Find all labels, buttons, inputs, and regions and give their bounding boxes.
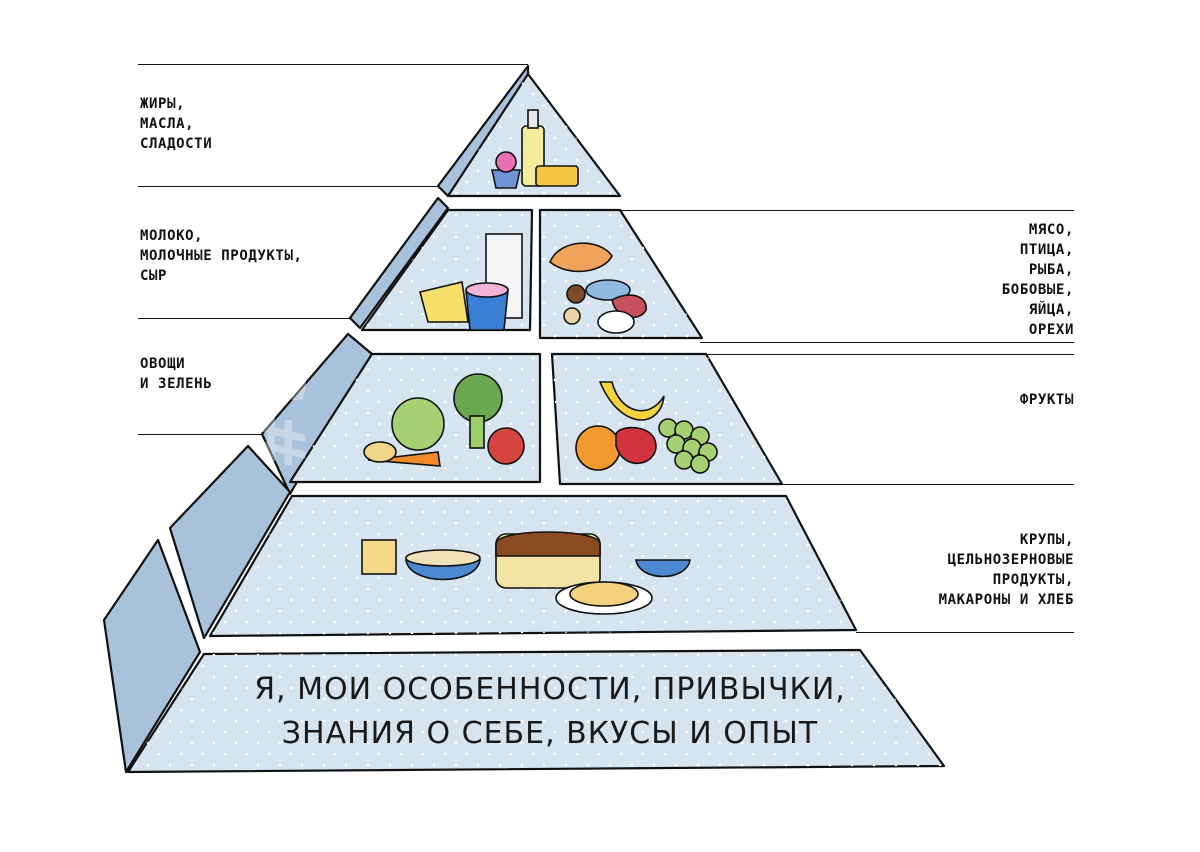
label-fruits: ФРУКТЫ	[1020, 390, 1074, 410]
watermark: #SEKTA	[240, 126, 322, 470]
label-protein-line: БОБОВЫЕ,	[1002, 280, 1074, 300]
label-protein: МЯСО, ПТИЦА, РЫБА, БОБОВЫЕ, ЯЙЦА, ОРЕХИ	[1002, 220, 1074, 340]
label-protein-line: ЯЙЦА,	[1002, 300, 1074, 320]
butter-icon	[536, 166, 578, 186]
cabbage-icon	[392, 398, 444, 450]
label-grains: КРУПЫ, ЦЕЛЬНОЗЕРНОВЫЕ ПРОДУКТЫ, МАКАРОНЫ…	[939, 530, 1074, 610]
label-dairy-line: МОЛОЧНЫЕ ПРОДУКТЫ,	[140, 246, 303, 266]
label-dairy-line: СЫР	[140, 266, 303, 286]
rule-fruits-top	[706, 354, 1074, 355]
rule-fats	[138, 64, 528, 65]
rule-veg-bottom	[138, 434, 262, 435]
egg-icon	[598, 311, 634, 333]
tomato-icon	[488, 428, 524, 464]
label-grains-line: ЦЕЛЬНОЗЕРНОВЫЕ	[939, 550, 1074, 570]
label-fruits-line: ФРУКТЫ	[1020, 390, 1074, 410]
label-fats: ЖИРЫ, МАСЛА, СЛАДОСТИ	[140, 94, 212, 154]
potato-icon	[364, 442, 396, 462]
rule-fruits-bottom	[782, 484, 1074, 485]
orange-icon	[576, 426, 620, 470]
label-protein-line: МЯСО,	[1002, 220, 1074, 240]
label-vegetables-line: ОВОЩИ	[140, 354, 212, 374]
label-base-line: ЗНАНИЯ О СЕБЕ, ВКУСЫ И ОПЫТ	[230, 712, 870, 756]
label-grains-line: МАКАРОНЫ И ХЛЕБ	[939, 590, 1074, 610]
label-grains-line: КРУПЫ,	[939, 530, 1074, 550]
rule-grains-bottom	[856, 632, 1074, 633]
label-fats-line: ЖИРЫ,	[140, 94, 212, 114]
label-base-line: Я, МОИ ОСОБЕННОСТИ, ПРИВЫЧКИ,	[230, 668, 870, 712]
nuts-icon	[564, 308, 580, 324]
label-dairy: МОЛОКО, МОЛОЧНЫЕ ПРОДУКТЫ, СЫР	[140, 226, 303, 286]
label-grains-line: ПРОДУКТЫ,	[939, 570, 1074, 590]
label-vegetables: ОВОЩИ И ЗЕЛЕНЬ	[140, 354, 212, 394]
rule-protein-top	[620, 210, 1074, 211]
rule-fats-bottom	[138, 186, 438, 187]
broccoli-icon	[454, 374, 502, 422]
label-protein-line: РЫБА,	[1002, 260, 1074, 280]
label-fats-line: МАСЛА,	[140, 114, 212, 134]
crackers-icon	[362, 540, 396, 574]
rule-protein-bottom	[700, 342, 1074, 343]
label-fats-line: СЛАДОСТИ	[140, 134, 212, 154]
label-protein-line: ОРЕХИ	[1002, 320, 1074, 340]
rule-dairy-bottom	[138, 318, 352, 319]
label-dairy-line: МОЛОКО,	[140, 226, 303, 246]
label-vegetables-line: И ЗЕЛЕНЬ	[140, 374, 212, 394]
label-base: Я, МОИ ОСОБЕННОСТИ, ПРИВЫЧКИ, ЗНАНИЯ О С…	[230, 668, 870, 756]
label-protein-line: ПТИЦА,	[1002, 240, 1074, 260]
